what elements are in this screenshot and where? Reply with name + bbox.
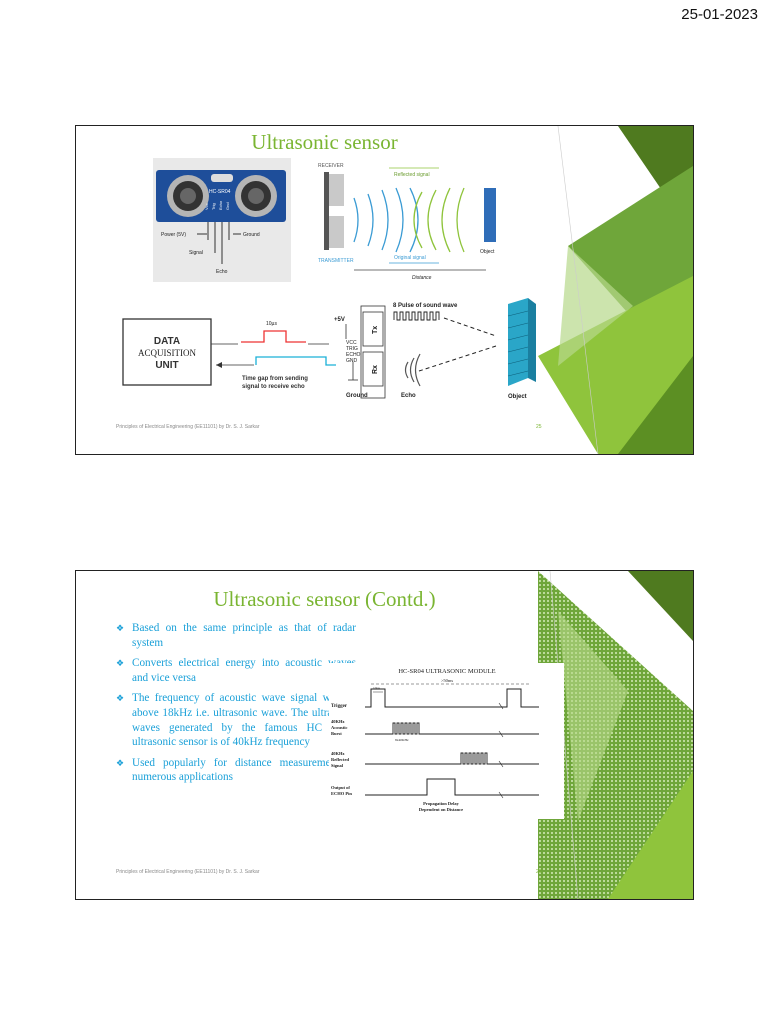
bullet-item: ❖Converts electrical energy into acousti…: [116, 657, 356, 684]
reflected-label-2: Reflected: [331, 757, 349, 762]
slide-title: Ultrasonic sensor (Contd.): [213, 587, 436, 611]
green-decoration: [538, 571, 693, 899]
gap-label-2: signal to receive echo: [242, 384, 305, 390]
tx-label: Tx: [372, 326, 379, 334]
slide-25: Ultrasonic sensor HC-SR04 Vcc Trig Echo …: [75, 125, 694, 455]
object-label: Object: [508, 394, 527, 400]
signal-label: Signal: [189, 250, 203, 256]
reflected-label-3: Signal: [331, 763, 344, 768]
daq-line-1: DATA: [154, 336, 180, 347]
acoustic-label-2: Acoustic: [331, 725, 348, 730]
diamond-bullet-icon: ❖: [116, 623, 125, 633]
pin-trig: Trig: [211, 203, 216, 210]
pin-gnd-label: GND: [346, 358, 358, 364]
block-diagram: DATA ACQUISITION UNIT 10µs Time gap from…: [122, 298, 536, 400]
diamond-bullet-icon: ❖: [116, 757, 125, 768]
ground-label: Ground: [346, 393, 368, 399]
slide-title: Ultrasonic sensor: [251, 130, 398, 154]
timing-title: HC-SR04 ULTRASONIC MODULE: [398, 668, 495, 675]
trigger-label: Trigger: [331, 704, 348, 709]
pin-echo: Echo: [218, 200, 223, 210]
distance-label: Distance: [412, 275, 432, 281]
rx-label: Rx: [372, 365, 379, 374]
slide-footer: Principles of Electrical Engineering (EE…: [116, 424, 260, 430]
reflected-label-1: 40KHz: [331, 751, 345, 756]
pin-gnd: Gnd: [225, 202, 230, 210]
pulse-label: 10µs: [373, 686, 381, 690]
period-label: >50ms: [441, 678, 454, 683]
slide-footer: Principles of Electrical Engineering (EE…: [116, 869, 260, 875]
sensor-photo: HC-SR04 Vcc Trig Echo Gnd Power (5V) Gro…: [153, 158, 291, 282]
receiver-label: RECEIVER: [318, 163, 344, 169]
acoustic-label-1: 40KHz: [331, 719, 345, 724]
wave-diagram: RECEIVER TRANSMITTER Reflected signal Or…: [314, 158, 507, 282]
delay-label-1: Propagation Delay: [423, 801, 460, 806]
diamond-bullet-icon: ❖: [116, 658, 125, 669]
delay-label-2: Dependent on Distance: [419, 807, 463, 812]
timing-diagram: HC-SR04 ULTRASONIC MODULE >50ms Trigger …: [329, 663, 564, 819]
bullet-item: ❖Used popularly for distance measurement…: [116, 756, 356, 784]
power-label: Power (5V): [161, 232, 186, 238]
daq-line-3: UNIT: [155, 360, 178, 371]
pin-vcc-label: VCC: [346, 340, 357, 346]
burst-label: 8 Pulse of sound wave: [393, 303, 458, 309]
object-label: Object: [480, 249, 495, 255]
pin-vcc: Vcc: [204, 203, 209, 210]
slide-26: Ultrasonic sensor (Contd.) ❖Based on the…: [75, 570, 694, 900]
module-label: HC-SR04: [209, 189, 231, 195]
pin-echo-label: ECHO: [346, 352, 361, 358]
supply-label: +5V: [334, 317, 345, 323]
acoustic-label-3: Burst: [331, 731, 342, 736]
echo-label: Echo: [216, 269, 228, 275]
ground-label: Ground: [243, 232, 260, 238]
echo-label: Echo: [401, 393, 416, 399]
gap-label-1: Time gap from sending: [242, 376, 308, 382]
slide-page-number: 25: [536, 424, 542, 430]
output-label-2: ECHO Pin: [331, 791, 352, 796]
bullet-item: ❖The frequency of acoustic wave signal w…: [116, 692, 356, 749]
bullet-item: ❖Based on the same principle as that of …: [116, 622, 356, 649]
original-label: Original signal: [394, 255, 426, 261]
page-date: 25-01-2023: [681, 6, 758, 23]
transmitter-label: TRANSMITTER: [318, 258, 354, 264]
output-label-1: Output of: [331, 785, 350, 790]
reflected-label: Reflected signal: [394, 172, 430, 178]
pulse-width-label: 10µs: [266, 321, 277, 327]
diamond-bullet-icon: ❖: [116, 693, 125, 704]
daq-line-2: ACQUISITION: [138, 348, 196, 358]
burst-label: 8x40KHz: [395, 738, 409, 742]
green-decoration: [538, 126, 693, 454]
pin-trig-label: TRIG: [346, 346, 358, 352]
slide-page-number: 26: [536, 869, 542, 875]
bullet-list: ❖Based on the same principle as that of …: [116, 621, 356, 791]
